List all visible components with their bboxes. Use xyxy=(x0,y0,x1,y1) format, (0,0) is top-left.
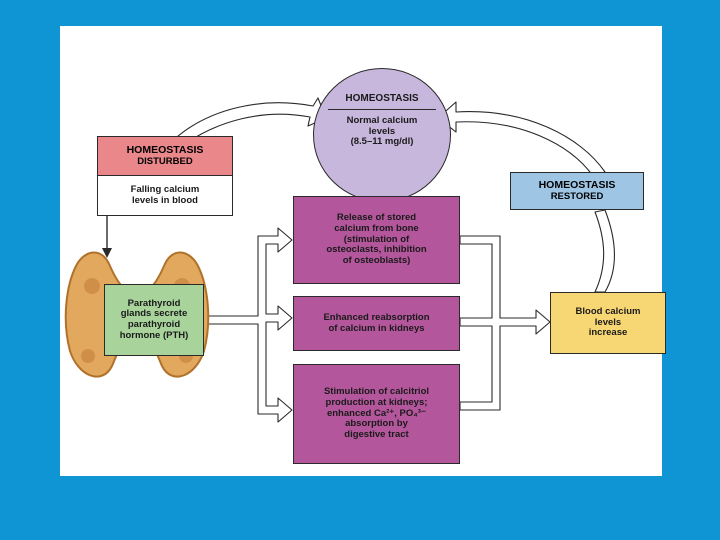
disturbed-title: HOMEOSTASIS xyxy=(126,143,204,156)
homeostasis-body: Normal calcium levels (8.5–11 mg/dl) xyxy=(346,115,418,148)
kidney-reabsorption-box: Enhanced reabsorption of calcium in kidn… xyxy=(293,296,460,351)
homeostasis-disturbed-header: HOMEOSTASIS DISTURBED xyxy=(97,136,233,176)
homeostasis-divider xyxy=(328,109,436,110)
homeostasis-restored-box: HOMEOSTASIS RESTORED xyxy=(510,172,644,210)
arrow-trunk-left xyxy=(203,227,293,423)
disturbed-subtitle: DISTURBED xyxy=(137,155,193,167)
restored-title: HOMEOSTASIS xyxy=(538,178,616,191)
arrow-restored-to-homeostasis xyxy=(437,101,606,177)
parathyroid-box: Parathyroid glands secrete parathyroid h… xyxy=(104,284,204,356)
falling-calcium-box: Falling calcium levels in blood xyxy=(97,175,233,216)
diagram-panel: HOMEOSTASIS Normal calcium levels (8.5–1… xyxy=(60,26,666,476)
homeostasis-circle: HOMEOSTASIS Normal calcium levels (8.5–1… xyxy=(313,68,451,202)
restored-subtitle: RESTORED xyxy=(550,190,604,202)
homeostasis-title: HOMEOSTASIS xyxy=(345,93,419,104)
arrow-result-to-restored xyxy=(594,209,615,293)
bone-release-box: Release of stored calcium from bone (sti… xyxy=(293,196,460,284)
calcitriol-box: Stimulation of calcitriol production at … xyxy=(293,364,460,464)
arrow-trunk-right xyxy=(459,235,551,411)
blood-calcium-increase-box: Blood calcium levels increase xyxy=(550,292,666,354)
